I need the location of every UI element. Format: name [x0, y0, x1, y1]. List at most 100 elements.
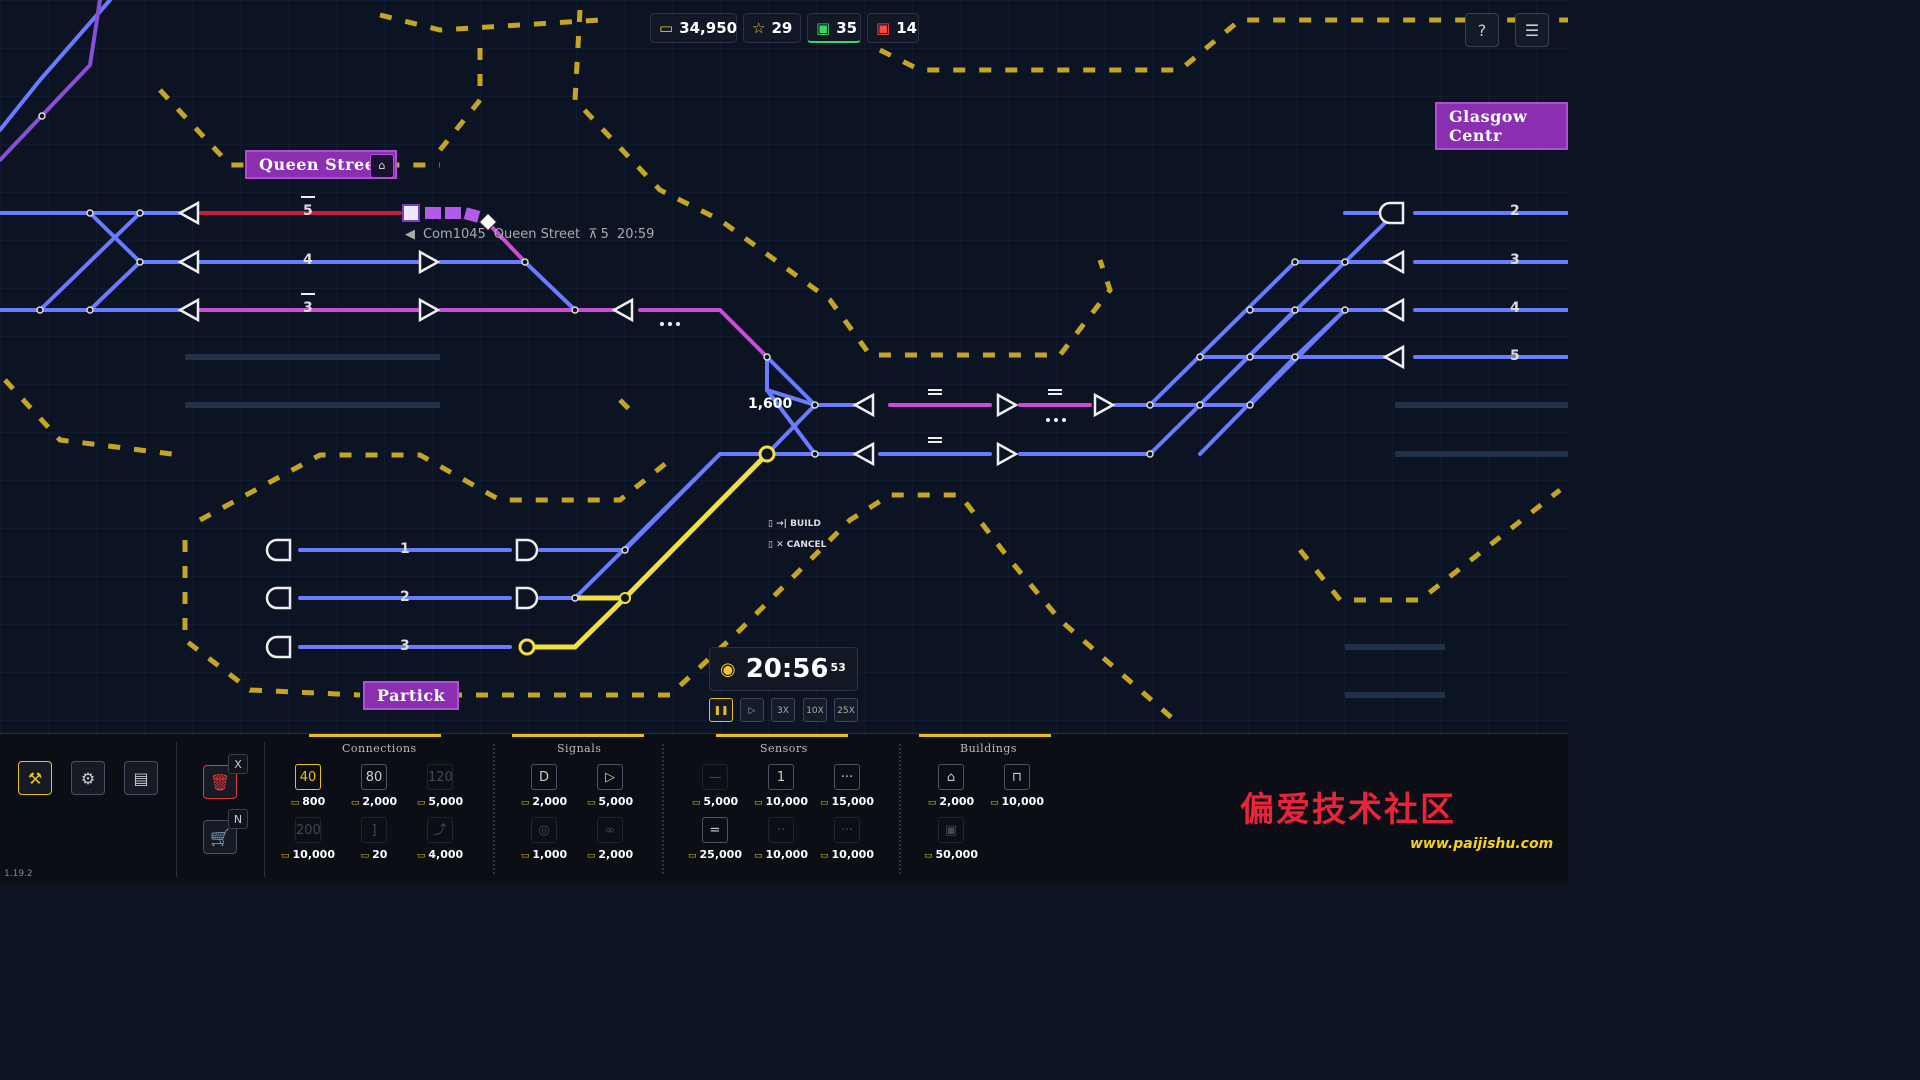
- price-label: ▭2,000: [339, 795, 409, 808]
- connection-item[interactable]: ⤴▭4,000: [405, 817, 475, 861]
- coin-icon: ▭: [820, 798, 829, 808]
- platform-number: 3: [1510, 252, 1520, 268]
- coin-icon: ▭: [360, 851, 370, 861]
- signal-item[interactable]: ◎▭1,000: [509, 817, 579, 861]
- building-icon: ⊓: [1004, 764, 1030, 790]
- connection-icon: 200: [295, 817, 321, 843]
- price-label: ▭5,000: [680, 795, 750, 808]
- connection-item[interactable]: 120▭5,000: [405, 764, 475, 808]
- money-value: 34,950: [679, 19, 738, 37]
- connection-item[interactable]: 40▭800: [273, 764, 343, 808]
- station-label-glasgow[interactable]: Glasgow Centr: [1435, 102, 1568, 150]
- help-button[interactable]: ?: [1465, 13, 1499, 47]
- watermark-url: www.paijishu.com: [1410, 836, 1554, 852]
- category-signals: Signals: [557, 742, 602, 755]
- price-value: 5,000: [428, 795, 464, 808]
- mouse-left-icon: ▯: [768, 519, 773, 529]
- price-label: ▭20: [339, 848, 409, 861]
- track-cost-label: 1,600: [748, 396, 793, 412]
- speed-3x-button[interactable]: 3X: [771, 698, 795, 722]
- play-button[interactable]: ▷: [740, 698, 764, 722]
- sensor-item[interactable]: ··· ▭10,000: [812, 817, 882, 861]
- signal-icon: ◎: [531, 817, 557, 843]
- train-id: Com1045: [423, 227, 486, 242]
- train-platform: 5: [600, 227, 609, 242]
- coin-icon: ▭: [416, 798, 426, 808]
- platform-number: 4: [1510, 300, 1520, 316]
- connection-item[interactable]: 80▭2,000: [339, 764, 409, 808]
- station-name: Glasgow Centr: [1449, 107, 1528, 145]
- price-label: ▭5,000: [405, 795, 475, 808]
- late-trains-counter[interactable]: ▣ 14: [867, 13, 919, 43]
- price-label: ▭4,000: [405, 848, 475, 861]
- coin-icon: ▭: [520, 798, 530, 808]
- price-value: 10,000: [1001, 795, 1044, 808]
- coin-icon: ▭: [990, 798, 999, 808]
- connection-item[interactable]: 200 ▭10,000: [273, 817, 343, 861]
- building-item[interactable]: ⌂▭2,000: [916, 764, 986, 808]
- price-value: 25,000: [699, 848, 742, 861]
- connection-item[interactable]: ] ▭20: [339, 817, 409, 861]
- delete-shortcut: X: [228, 754, 248, 774]
- train[interactable]: [402, 204, 498, 232]
- chip-icon: ⚙: [80, 769, 96, 788]
- category-buildings: Buildings: [960, 742, 1018, 755]
- build-mode-button[interactable]: ⚒: [18, 761, 52, 795]
- rail-map[interactable]: [0, 0, 1568, 733]
- price-value: 10,000: [292, 848, 335, 861]
- ontime-trains-counter[interactable]: ▣ 35: [807, 13, 861, 43]
- speed-25x-button[interactable]: 25X: [834, 698, 858, 722]
- station-label-partick[interactable]: Partick: [363, 681, 460, 710]
- junction-nodes: [36, 112, 1349, 602]
- pause-button[interactable]: ❚❚: [709, 698, 733, 722]
- connection-icon: ]: [361, 817, 387, 843]
- sensor-icon: =: [702, 817, 728, 843]
- price-label: ▭2,000: [575, 848, 645, 861]
- rating-value: 29: [771, 19, 793, 37]
- coin-icon: ▭: [290, 798, 300, 808]
- price-label: ▭25,000: [680, 848, 750, 861]
- late-trains-value: 14: [896, 19, 918, 37]
- speed-10x-button[interactable]: 10X: [803, 698, 827, 722]
- sensor-item[interactable]: = ▭25,000: [680, 817, 750, 861]
- menu-button[interactable]: ☰: [1515, 13, 1549, 47]
- station-building-icon[interactable]: ⌂: [370, 154, 394, 178]
- cart-icon: 🛒: [210, 828, 230, 847]
- price-label: ▭10,000: [982, 795, 1052, 808]
- platform-icon: ⊼: [588, 227, 598, 242]
- sensor-icon: ···: [834, 764, 860, 790]
- schedule-button[interactable]: ▤: [124, 761, 158, 795]
- sensor-icon: —: [702, 764, 728, 790]
- sensor-item[interactable]: ···▭15,000: [812, 764, 882, 808]
- coin-icon: ▭: [281, 851, 290, 861]
- sensor-item[interactable]: — ▭5,000: [680, 764, 750, 808]
- building-item[interactable]: ⊓ ▭10,000: [982, 764, 1052, 808]
- signal-item[interactable]: ▷▭5,000: [575, 764, 645, 808]
- building-item[interactable]: ▣▭50,000: [916, 817, 986, 861]
- price-label: ▭10,000: [812, 848, 882, 861]
- hazard-boundaries: [3, 9, 1568, 727]
- shop-shortcut: N: [228, 809, 248, 829]
- signal-item[interactable]: ∞▭2,000: [575, 817, 645, 861]
- chip-mode-button[interactable]: ⚙: [71, 761, 105, 795]
- document-icon: ▤: [133, 769, 149, 788]
- signal-icon: D: [531, 764, 557, 790]
- sensor-item[interactable]: 1▭10,000: [746, 764, 816, 808]
- price-value: 50,000: [935, 848, 978, 861]
- train-ok-icon: ▣: [816, 18, 831, 37]
- train-destination: Queen Street: [493, 227, 581, 242]
- platform-number: 1: [400, 541, 410, 557]
- mouse-right-icon: ▯: [768, 540, 773, 550]
- signal-item[interactable]: D▭2,000: [509, 764, 579, 808]
- play-icon: ▷: [748, 706, 756, 716]
- sensor-icon: ···: [834, 817, 860, 843]
- back-arrow-icon: ◀: [405, 227, 415, 242]
- price-value: 2,000: [939, 795, 975, 808]
- sensor-item[interactable]: ··▭10,000: [746, 817, 816, 861]
- star-icon: ☆: [752, 19, 766, 37]
- rating-counter: ☆ 29: [743, 13, 801, 43]
- price-value: 4,000: [428, 848, 464, 861]
- signal-icon: ▷: [597, 764, 623, 790]
- category-sensors: Sensors: [760, 742, 808, 755]
- price-value: 2,000: [598, 848, 634, 861]
